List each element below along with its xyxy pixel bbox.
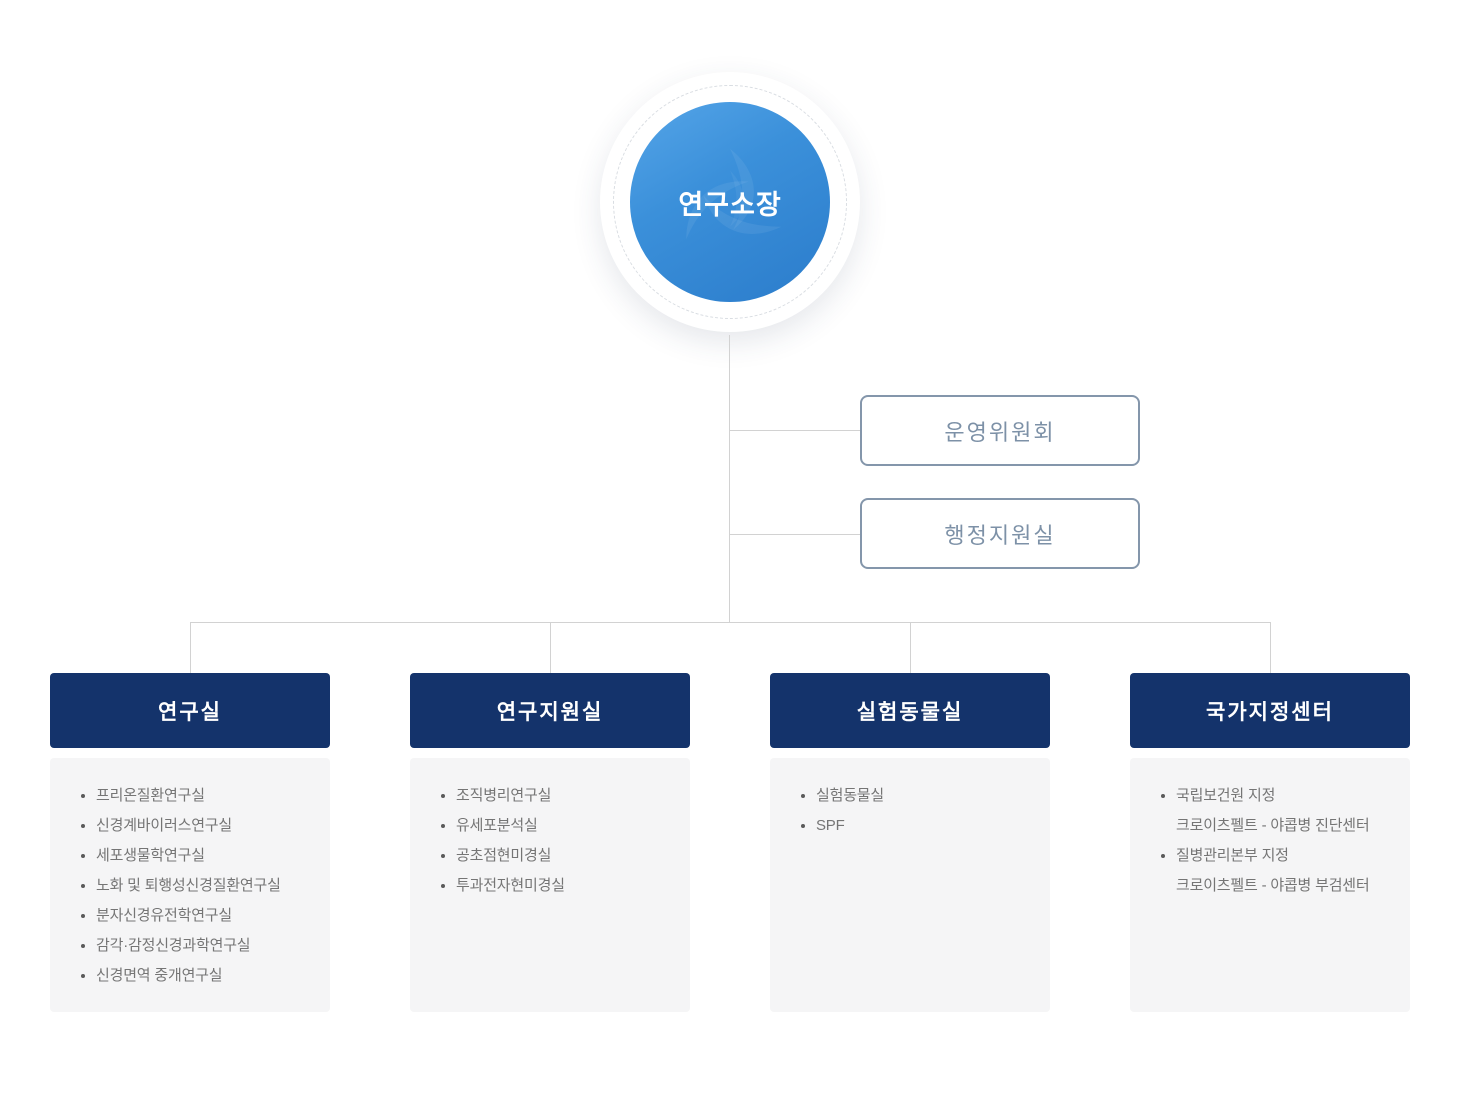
- list-item: 실험동물실: [801, 781, 1034, 811]
- department-column-lab-animal: 실험동물실 실험동물실 SPF: [770, 673, 1050, 1012]
- list-item: 공초점현미경실: [441, 841, 674, 871]
- connector-committee-1: [729, 430, 860, 431]
- list-item-label: 실험동물실: [816, 787, 885, 804]
- list-item-label: 분자신경유전학연구실: [96, 907, 233, 924]
- list-item-label: 조직병리연구실: [456, 787, 552, 804]
- list-item: SPF: [801, 811, 1034, 841]
- connector-stub-3: [910, 622, 911, 673]
- logo-swirl-icon: [686, 148, 782, 240]
- list-item-label: 신경면역 중개연구실: [96, 967, 223, 984]
- list-item: 투과전자현미경실: [441, 871, 674, 901]
- list-item-label: 신경계바이러스연구실: [96, 817, 233, 834]
- connector-stub-4: [1270, 622, 1271, 673]
- list-item-label: 공초점현미경실: [456, 847, 552, 864]
- list-item-subline: 크로이츠펠트 - 야콥병 부검센터: [1176, 877, 1370, 894]
- department-header: 실험동물실: [770, 673, 1050, 748]
- list-item: 신경계바이러스연구실: [81, 811, 314, 841]
- committee-box-steering: 운영위원회: [860, 395, 1140, 466]
- department-panel: 실험동물실 SPF: [770, 758, 1050, 1012]
- list-item: 유세포분석실: [441, 811, 674, 841]
- department-header: 연구실: [50, 673, 330, 748]
- list-item: 노화 및 퇴행성신경질환연구실: [81, 871, 314, 901]
- list-item-label: 투과전자현미경실: [456, 877, 565, 894]
- list-item: 분자신경유전학연구실: [81, 901, 314, 931]
- committee-label: 행정지원실: [944, 522, 1056, 548]
- list-item-label: 질병관리본부 지정: [1176, 847, 1289, 864]
- list-item-label: 세포생물학연구실: [96, 847, 205, 864]
- director-circle: 연구소장: [630, 102, 830, 302]
- list-item-label: SPF: [816, 817, 845, 834]
- list-item-subline: 크로이츠펠트 - 야콥병 진단센터: [1176, 817, 1370, 834]
- list-item-label: 감각·감정신경과학연구실: [96, 937, 251, 954]
- connector-stub-2: [550, 622, 551, 673]
- department-header: 국가지정센터: [1130, 673, 1410, 748]
- list-item-label: 국립보건원 지정: [1176, 787, 1276, 804]
- director-dashed-ring: [613, 85, 847, 319]
- list-item: 감각·감정신경과학연구실: [81, 931, 314, 961]
- director-label: 연구소장: [678, 189, 782, 220]
- committee-label: 운영위원회: [944, 419, 1056, 445]
- list-item-label: 프리온질환연구실: [96, 787, 205, 804]
- department-header: 연구지원실: [410, 673, 690, 748]
- list-item: 조직병리연구실: [441, 781, 674, 811]
- list-item-label: 노화 및 퇴행성신경질환연구실: [96, 877, 281, 894]
- connector-root-vertical: [729, 335, 730, 622]
- committee-box-admin: 행정지원실: [860, 498, 1140, 569]
- list-item: 세포생물학연구실: [81, 841, 314, 871]
- connector-stub-1: [190, 622, 191, 673]
- connector-main-horizontal: [190, 622, 1271, 623]
- list-item-label: 유세포분석실: [456, 817, 538, 834]
- connector-committee-2: [729, 534, 860, 535]
- director-node: 연구소장: [600, 72, 860, 332]
- list-item: 신경면역 중개연구실: [81, 961, 314, 991]
- list-item: 프리온질환연구실: [81, 781, 314, 811]
